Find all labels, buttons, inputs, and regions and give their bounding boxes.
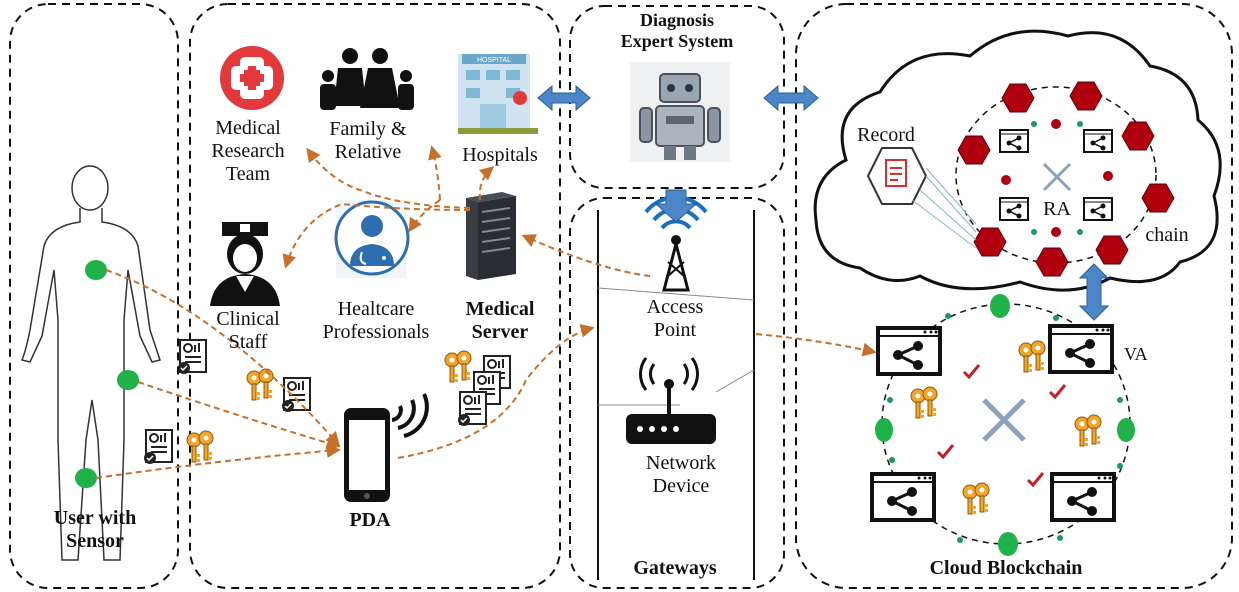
flow-arrow [521, 234, 651, 277]
gateways-panel [569, 197, 785, 589]
flow-arrow [397, 323, 595, 459]
share-window-icon [1050, 472, 1116, 522]
checkmark-icon [1048, 383, 1067, 399]
user-panel [9, 3, 179, 589]
block-icon [990, 294, 1010, 318]
document-icon [457, 391, 487, 427]
router-icon [626, 357, 716, 444]
checkmark-icon [962, 363, 981, 379]
cross-icon [982, 398, 1026, 442]
family-icon [320, 48, 414, 110]
flow-arrow [105, 269, 340, 447]
share-window-icon [870, 472, 936, 522]
key-icon [187, 431, 213, 462]
cloud-title: Cloud Blockchain [929, 557, 1083, 579]
block-icon [998, 532, 1018, 556]
key-icon [963, 483, 989, 514]
flow-arrow [428, 145, 442, 201]
ra-label: RA [1043, 198, 1071, 220]
hospitals-label: Hospitals [462, 144, 538, 166]
nurse-icon [210, 222, 280, 306]
share-window-icon [1083, 197, 1113, 221]
share-window-icon [999, 129, 1029, 153]
doctor-icon [334, 200, 410, 278]
server-icon [466, 192, 516, 280]
record-icon [866, 147, 928, 205]
share-window-icon [1083, 129, 1113, 153]
person-outline-icon [20, 165, 161, 561]
sensor-icon [117, 370, 139, 390]
flow-arrow [306, 147, 471, 209]
gateways-title: Gateways [633, 557, 717, 579]
svg-text:HOSPITAL: HOSPITAL [477, 57, 511, 64]
link-arrow [537, 84, 591, 112]
hospital-icon: HOSPITAL [458, 54, 538, 134]
checkmark-icon [936, 443, 955, 459]
link-arrow [654, 189, 698, 223]
record-label: Record [857, 124, 915, 146]
link-arrow [763, 84, 819, 112]
sensor-icon [75, 468, 97, 488]
flow-arrow [282, 202, 471, 269]
key-icon [445, 351, 471, 382]
pda-label: PDA [349, 509, 391, 531]
key-icon [1019, 341, 1045, 372]
robot-icon [630, 62, 730, 162]
document-icon [143, 429, 173, 465]
block-icon [875, 418, 893, 442]
document-icon [281, 377, 311, 413]
chain-label: chain [1145, 224, 1189, 246]
cloud-panel [795, 3, 1233, 589]
family-label: Family &Relative [329, 118, 407, 163]
smartphone-icon [344, 408, 390, 502]
share-window-icon [1048, 324, 1114, 374]
cross-icon [1042, 162, 1072, 192]
share-window-icon [999, 197, 1029, 221]
flow-arrow [755, 333, 877, 357]
share-window-icon [876, 326, 942, 376]
medical-cross-icon [220, 46, 284, 110]
care-panel [189, 3, 561, 589]
wifi-icon [391, 393, 429, 438]
key-icon [1075, 415, 1101, 446]
sensor-icon [85, 260, 107, 280]
cloud-icon [813, 29, 1222, 292]
va-label: VA [1124, 344, 1148, 364]
flow-arrow [408, 199, 441, 233]
flow-arrow [478, 166, 495, 201]
flow-arrow [137, 381, 341, 450]
checkmark-icon [1026, 471, 1045, 487]
link-arrow [1078, 263, 1110, 321]
key-icon [911, 387, 937, 418]
flow-arrow [95, 443, 341, 479]
block-icon [1117, 418, 1135, 442]
